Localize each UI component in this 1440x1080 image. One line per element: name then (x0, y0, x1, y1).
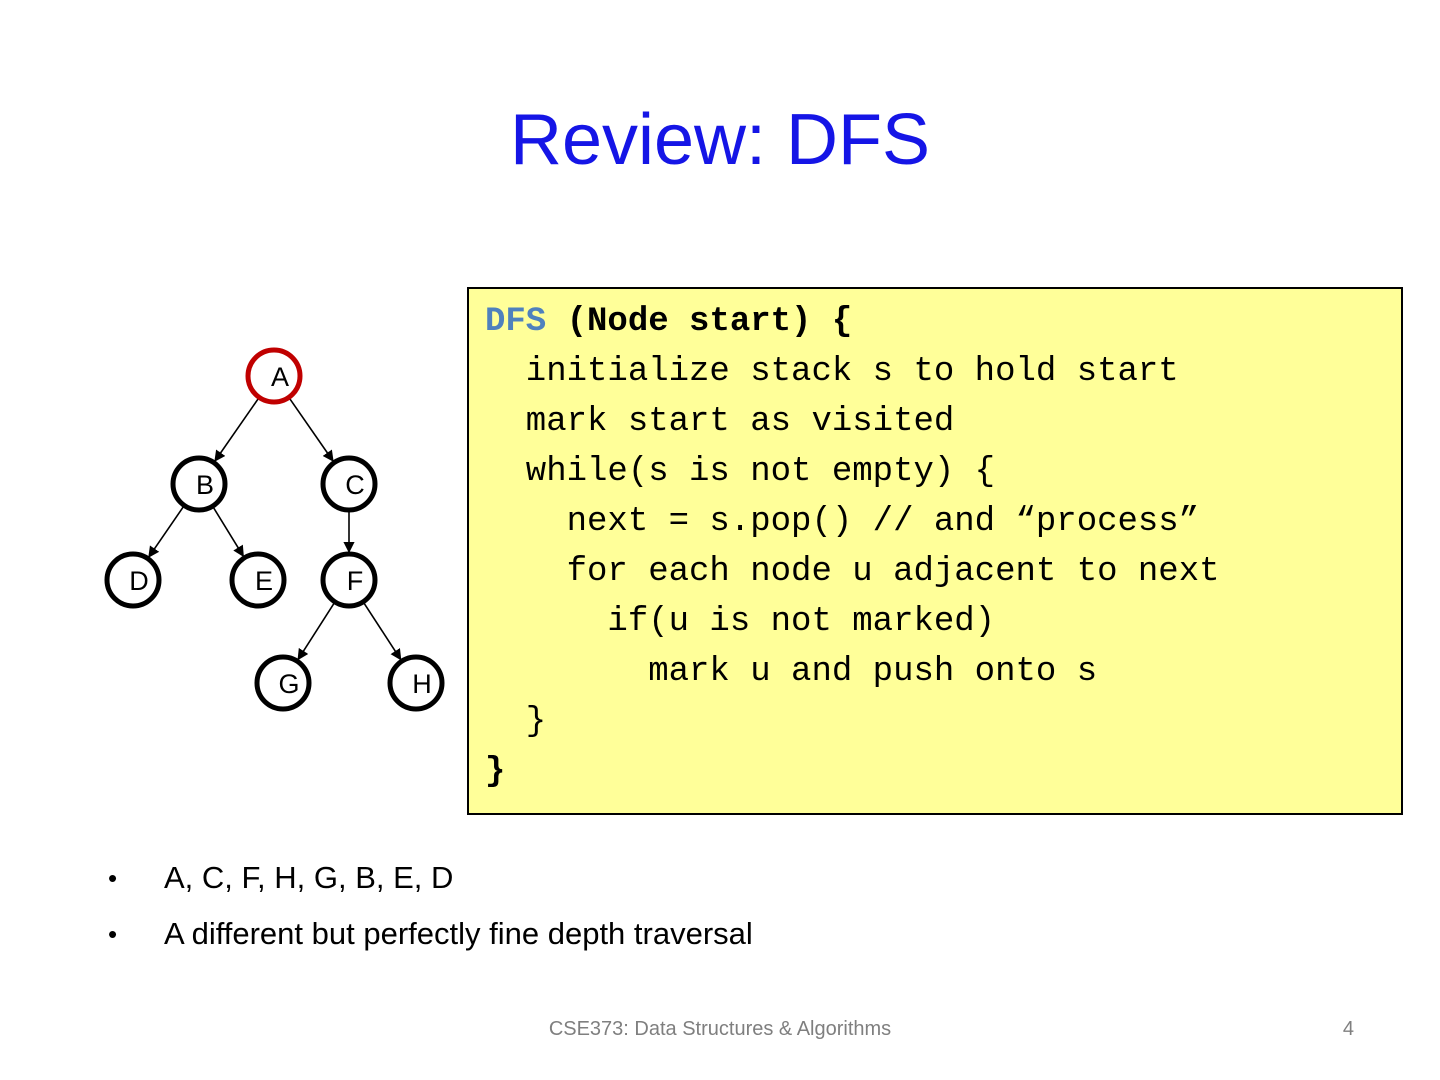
code-line: } (485, 703, 547, 741)
bullet-item: • A, C, F, H, G, B, E, D (108, 850, 753, 906)
edge-A-C (288, 397, 334, 462)
node-C: C (320, 455, 378, 513)
code-signature-text: (Node start) { (546, 303, 853, 341)
edge-B-E (212, 506, 245, 558)
edge-B-D (148, 505, 185, 558)
bullet-item: • A different but perfectly fine depth t… (108, 906, 753, 962)
node-circle (229, 551, 287, 609)
code-line: while(s is not empty) { (485, 453, 996, 491)
code-keyword: DFS (485, 303, 547, 341)
node-circle (104, 551, 162, 609)
node-H: H (387, 654, 445, 712)
code-line: mark start as visited (485, 403, 955, 441)
tree-graph: A B C D E F G H (104, 347, 445, 712)
node-label: B (196, 470, 214, 500)
node-label: H (412, 669, 432, 699)
bullet-icon: • (108, 919, 118, 949)
edge-F-G (297, 602, 336, 661)
node-label: C (345, 470, 365, 500)
code-line: initialize stack s to hold start (485, 353, 1179, 391)
code-signature: DFS (Node start) { (485, 297, 1401, 347)
node-label: E (255, 566, 273, 596)
node-label: F (347, 566, 364, 596)
code-line: next = s.pop() // and “process” (485, 503, 1200, 541)
node-circle (254, 654, 312, 712)
node-A: A (245, 347, 303, 405)
node-F: F (320, 551, 378, 609)
bullet-text: A, C, F, H, G, B, E, D (164, 860, 454, 895)
slide-footer: CSE373: Data Structures & Algorithms (548, 1018, 892, 1040)
slide-title: Review: DFS (509, 100, 931, 180)
node-circle (320, 455, 378, 513)
code-line: if(u is not marked) (485, 603, 996, 641)
node-label: D (129, 566, 149, 596)
bullet-list: • A, C, F, H, G, B, E, D • A different b… (108, 850, 753, 962)
code-line: mark u and push onto s (485, 653, 1098, 691)
bullet-text: A different but perfectly fine depth tra… (164, 916, 753, 951)
node-label: G (278, 669, 299, 699)
node-circle (320, 551, 378, 609)
node-label: A (271, 362, 289, 392)
node-circle (170, 455, 228, 513)
node-D: D (104, 551, 162, 609)
code-closing: } (485, 753, 506, 791)
node-G: G (254, 654, 312, 712)
code-line: for each node u adjacent to next (485, 553, 1220, 591)
node-E: E (229, 551, 287, 609)
bullet-icon: • (108, 863, 118, 893)
edge-F-H (363, 602, 402, 661)
node-circle (387, 654, 445, 712)
pseudocode-box: DFS (Node start) { initialize stack s to… (467, 287, 1403, 815)
node-B: B (170, 455, 228, 513)
page-number: 4 (1342, 1018, 1354, 1040)
node-circle (245, 347, 303, 405)
edge-A-B (214, 397, 260, 462)
